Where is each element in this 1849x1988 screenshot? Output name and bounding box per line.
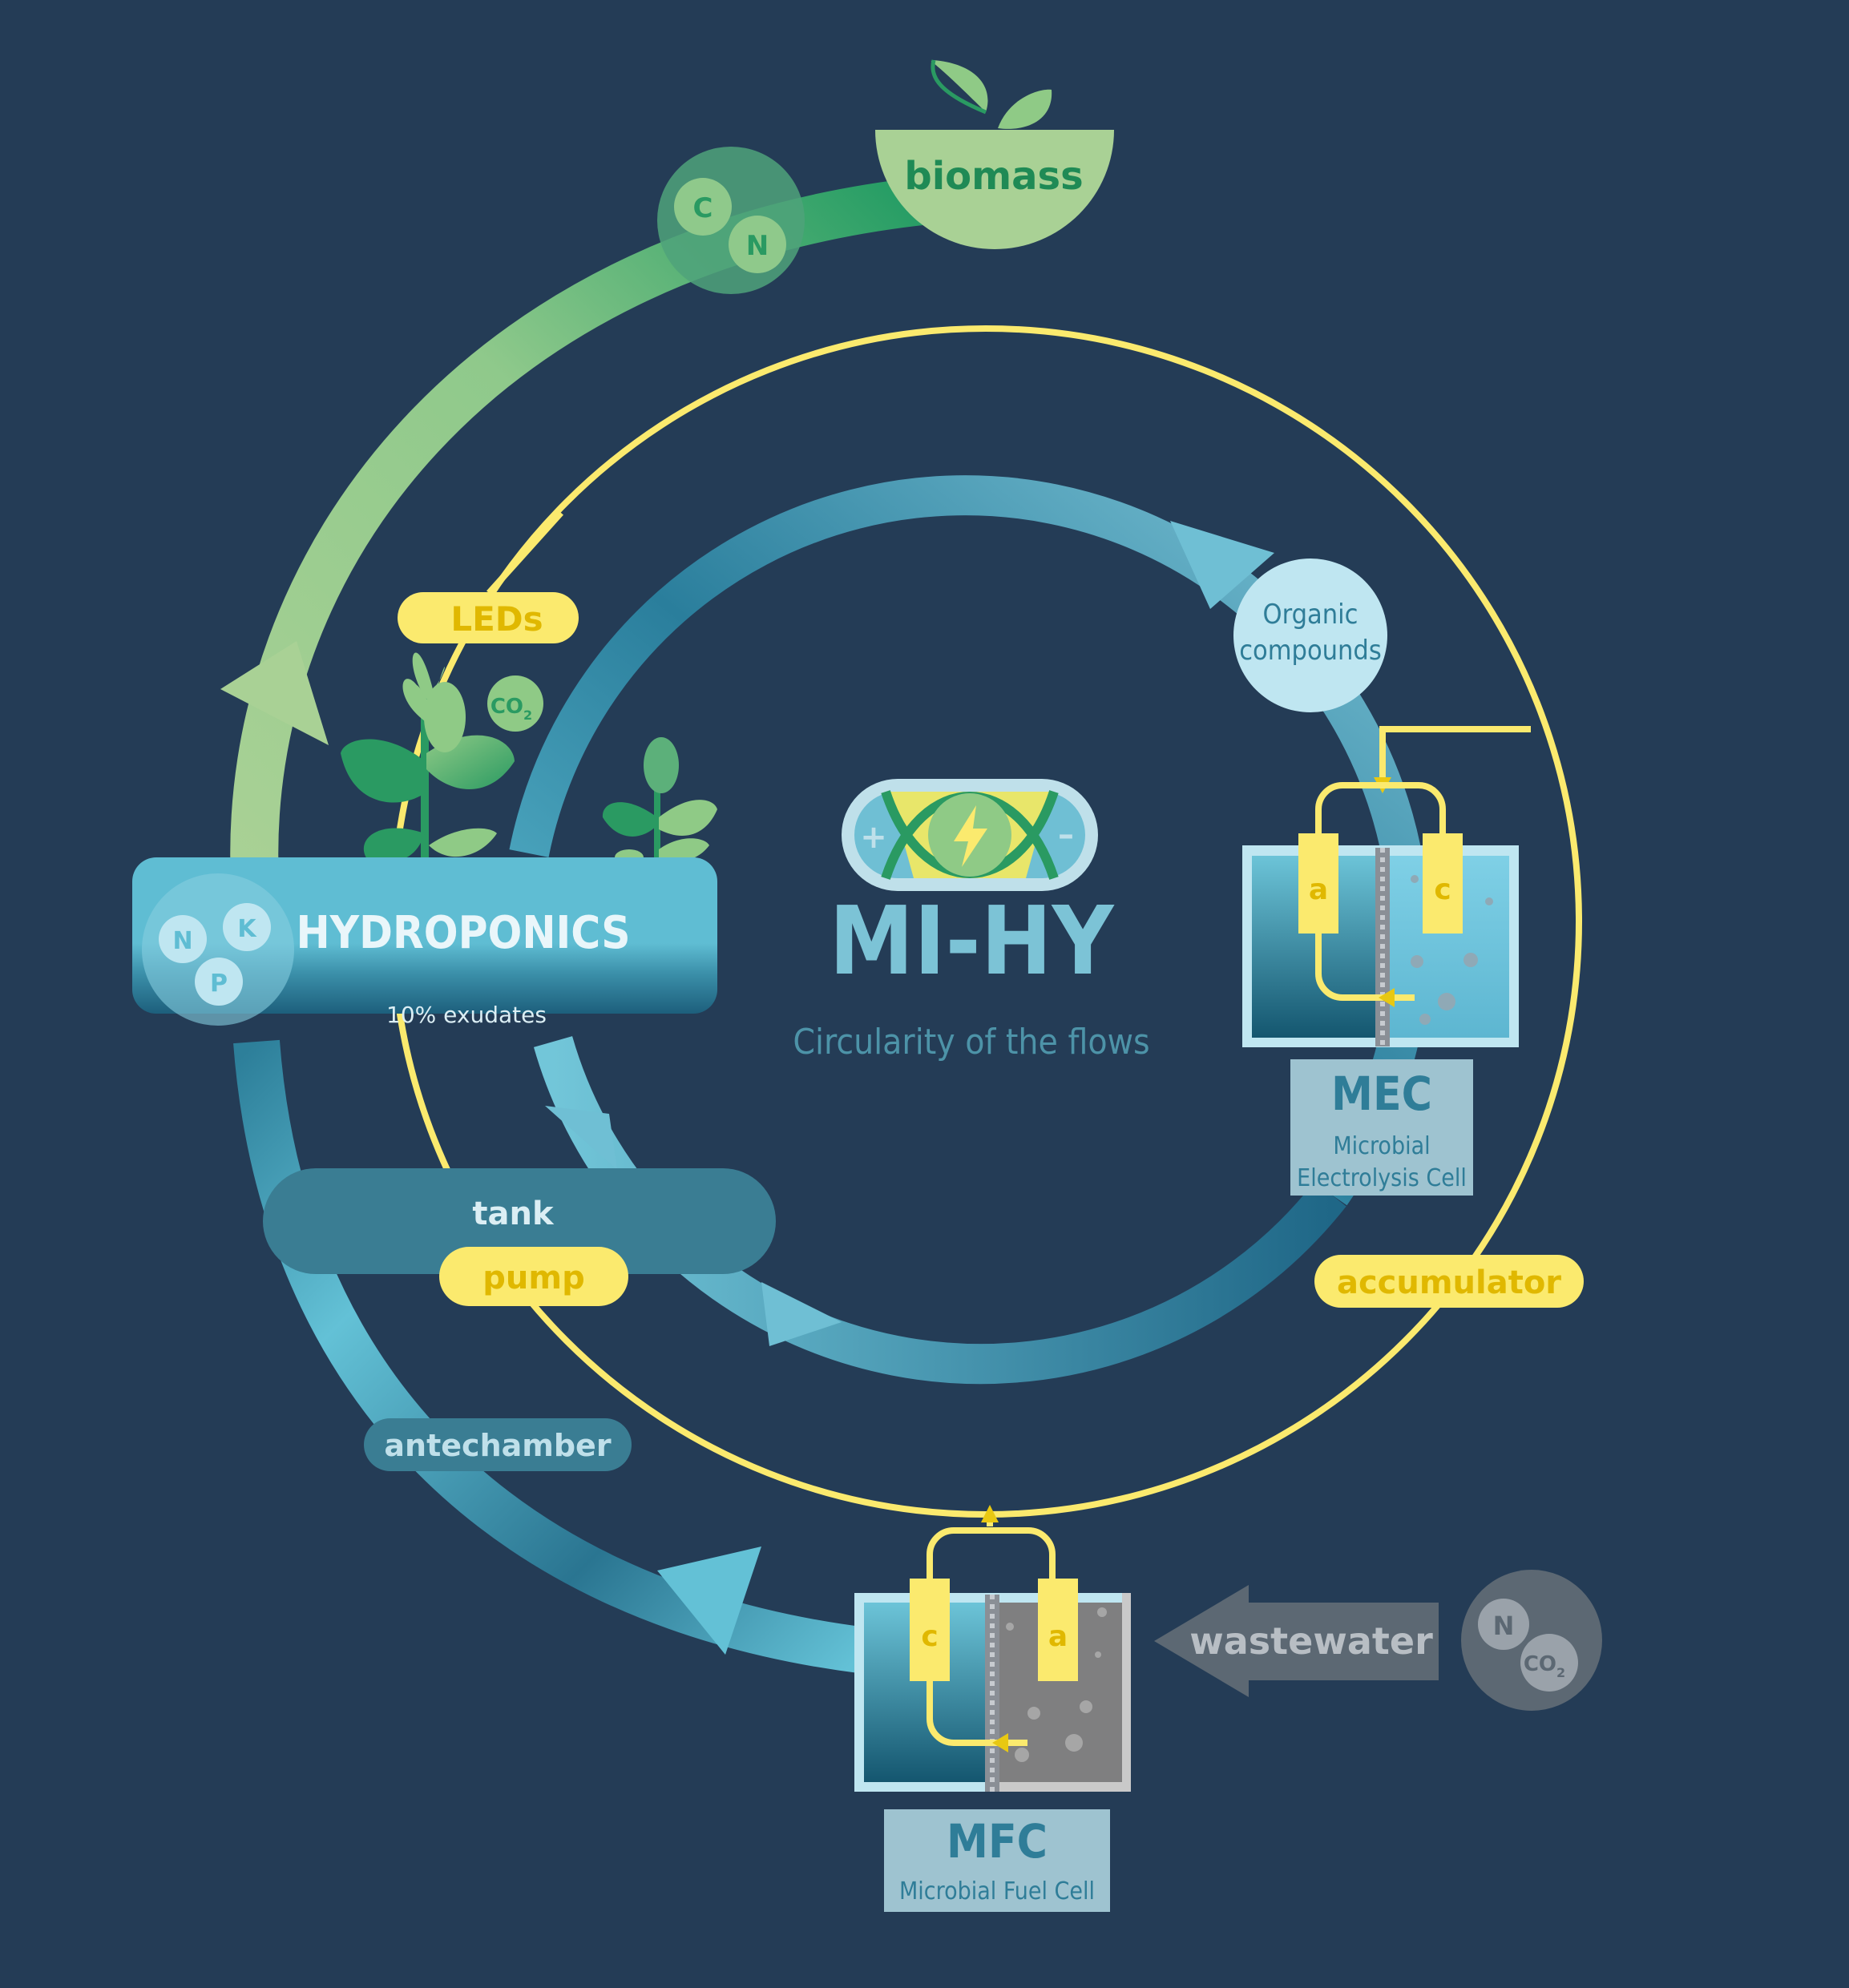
biomass-label: biomass bbox=[904, 154, 1083, 199]
accumulator-pill bbox=[1314, 1255, 1584, 1308]
mi-hy-logo: + – bbox=[842, 779, 1098, 891]
leds-wire bbox=[486, 510, 563, 595]
leaf-icon bbox=[602, 802, 657, 837]
leaf-icon bbox=[659, 838, 709, 861]
mec-abbr: MEC bbox=[1331, 1067, 1432, 1121]
nutrient-n: N bbox=[746, 230, 769, 262]
pump-label: pump bbox=[482, 1260, 584, 1296]
antechamber-label: antechamber bbox=[384, 1428, 611, 1463]
co2-bubble bbox=[487, 675, 543, 732]
mec-cell: a c bbox=[1242, 782, 1519, 1047]
mec-supply-wire bbox=[1379, 726, 1531, 781]
antechamber-pill bbox=[364, 1418, 632, 1471]
co2-subscript: 2 bbox=[523, 708, 532, 723]
biomass-node: biomass bbox=[875, 59, 1114, 249]
mfc-caption-box bbox=[884, 1809, 1110, 1912]
wastewater-arrow bbox=[1154, 1585, 1439, 1697]
biomass-flow-arrowhead bbox=[220, 641, 329, 745]
tank-label: tank bbox=[472, 1196, 555, 1232]
pump-pill bbox=[439, 1247, 628, 1306]
co2-symbol: CO bbox=[1524, 1652, 1556, 1676]
leds-pill bbox=[398, 592, 579, 643]
outer-return-arc bbox=[233, 1039, 869, 1674]
leaf-icon bbox=[998, 89, 1052, 129]
nutrient-p: P bbox=[210, 970, 228, 998]
co2-subscript: 2 bbox=[1556, 1665, 1565, 1680]
co2-symbol: CO bbox=[491, 695, 523, 719]
leaf-icon bbox=[429, 828, 497, 857]
organic-line1: Organic bbox=[1263, 599, 1358, 631]
leaf-icon bbox=[931, 60, 988, 112]
mec-anode bbox=[1298, 833, 1338, 934]
mec-anode-label: a bbox=[1309, 873, 1328, 906]
mec-cathode bbox=[1423, 833, 1463, 934]
tank-box bbox=[263, 1168, 776, 1274]
center-title: MI-HY bbox=[830, 885, 1115, 996]
mec-caption-box bbox=[1290, 1059, 1473, 1196]
mfc-abbr: MFC bbox=[947, 1814, 1048, 1869]
mec-line2: Electrolysis Cell bbox=[1297, 1164, 1467, 1192]
leaf-icon bbox=[363, 828, 425, 863]
nutrient-n: N bbox=[1493, 1611, 1515, 1641]
inner-flow-arrowhead-left bbox=[545, 1106, 617, 1170]
wastewater-label: wastewater bbox=[1189, 1619, 1433, 1663]
lightning-bolt-icon bbox=[954, 805, 987, 867]
inner-flow-arrowhead-top bbox=[1170, 521, 1274, 609]
mfc-cathode-label: c bbox=[921, 1620, 938, 1653]
leaf-icon bbox=[412, 652, 445, 705]
mfc-line1: Microbial Fuel Cell bbox=[899, 1877, 1095, 1905]
mec-cathode-label: c bbox=[1434, 873, 1451, 906]
mfc-anode bbox=[1038, 1579, 1078, 1681]
inner-flow-arrowhead-bottom bbox=[761, 1282, 842, 1346]
nutrient-n: N bbox=[172, 927, 192, 955]
mfc-cell: c a bbox=[854, 1505, 1131, 1792]
hydroponics-label: HYDROPONICS bbox=[296, 907, 630, 959]
leaf-icon bbox=[341, 739, 425, 803]
outer-return-arrowhead bbox=[657, 1546, 761, 1655]
plants-illustration bbox=[341, 652, 717, 865]
minus-icon: – bbox=[1058, 817, 1074, 853]
plus-icon: + bbox=[860, 819, 887, 856]
mfc-cathode bbox=[910, 1579, 950, 1681]
nutrient-k: K bbox=[237, 915, 257, 943]
svg-text:CO2: CO2 bbox=[491, 695, 532, 723]
center-subtitle: Circularity of the flows bbox=[793, 1022, 1149, 1063]
mfc-anode-label: a bbox=[1048, 1620, 1068, 1653]
accumulator-label: accumulator bbox=[1337, 1264, 1561, 1301]
organic-compounds-bubble bbox=[1233, 558, 1387, 712]
nutrient-c: C bbox=[693, 192, 713, 224]
organic-line2: compounds bbox=[1239, 635, 1382, 667]
mec-line1: Microbial bbox=[1333, 1132, 1430, 1160]
svg-text:CO2: CO2 bbox=[1524, 1652, 1565, 1680]
leaf-icon bbox=[659, 800, 717, 836]
leds-label: LEDs bbox=[450, 599, 543, 639]
exudates-note: 10% exudates bbox=[386, 1002, 547, 1028]
